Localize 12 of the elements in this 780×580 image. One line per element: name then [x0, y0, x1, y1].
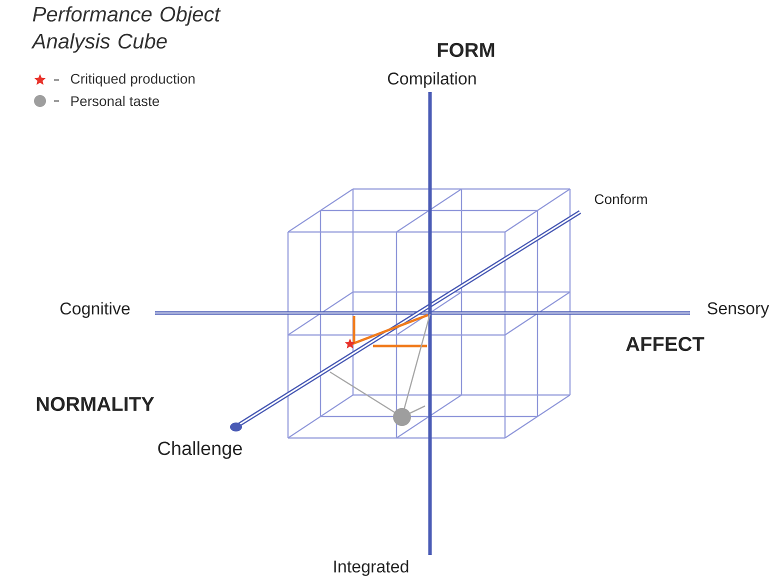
axis-label: Cognitive	[60, 302, 130, 318]
axis-label: Challenge	[158, 441, 242, 459]
axis-label: Conform	[594, 194, 647, 204]
axis-label: Sensory	[708, 302, 770, 318]
axis-label: Integrated	[334, 560, 408, 576]
axis-title: NORMALITY	[36, 396, 154, 412]
legend-label: Personal taste	[71, 96, 160, 106]
axis-label: Compilation	[388, 72, 476, 88]
title: Performance Object Analysis Cube	[31, 6, 221, 53]
axis-title: AFFECT	[626, 336, 704, 352]
axis-title: FORM	[438, 42, 494, 58]
legend-label: Critiqued production	[70, 73, 195, 87]
